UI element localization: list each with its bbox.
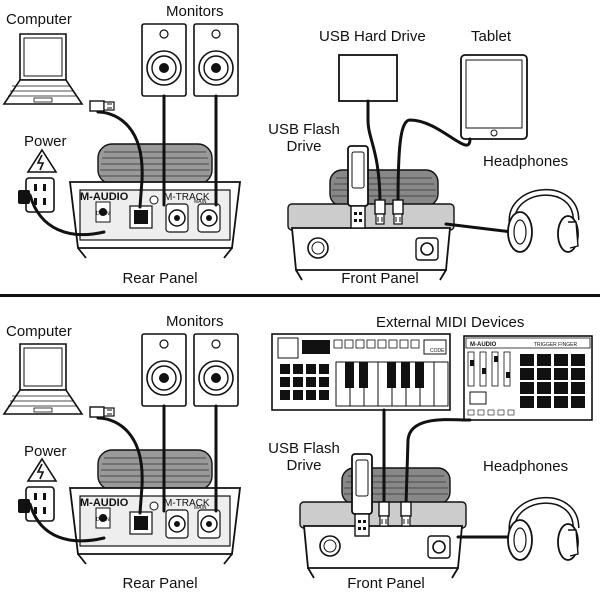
monitor-right-icon — [193, 333, 239, 407]
label-tablet: Tablet — [471, 28, 512, 45]
power-outlet-icon — [17, 149, 57, 213]
usb-plug-front-2-icon — [392, 199, 404, 225]
rear-cables — [28, 404, 218, 543]
usb-plug-computer-icon — [89, 100, 115, 112]
label-monitors: Monitors — [166, 313, 224, 330]
midi-model: TRIGGER FINGER — [534, 342, 577, 348]
usb-plug-front-1-icon — [374, 199, 386, 225]
label-usb-flash-drive-line1: USB Flash — [268, 121, 340, 138]
rear-dc: DC IN — [96, 517, 110, 523]
rear-model: M-TRACK — [164, 498, 210, 509]
keyboard-model: CODE — [430, 348, 445, 354]
rear-brand: M-AUDIO — [80, 497, 129, 509]
label-external-midi-devices: External MIDI Devices — [376, 314, 525, 331]
label-usb-flash-drive-line2: Drive — [286, 457, 322, 474]
label-rear-panel: Rear Panel — [122, 575, 198, 592]
tablet-icon — [460, 54, 528, 140]
label-usb-flash-drive-line2: Drive — [286, 138, 322, 155]
usb-plug-computer-icon — [89, 406, 115, 418]
monitor-left-icon — [141, 23, 187, 97]
rear-main: MAIN — [194, 505, 207, 511]
power-outlet-icon — [17, 458, 57, 522]
usb-flash-drive-icon — [351, 453, 373, 537]
label-power: Power — [24, 133, 67, 150]
midi-keyboard-icon: CODE — [271, 333, 451, 411]
usb-plug-front-1-icon — [378, 501, 390, 527]
usb-plug-front-2-icon — [400, 501, 412, 527]
usb-hard-drive-icon — [338, 54, 398, 102]
midi-pad-controller-icon: M-AUDIO TRIGGER FINGER — [463, 335, 593, 421]
rear-cables — [28, 94, 218, 237]
headphones-icon — [508, 192, 578, 252]
computer-laptop-icon — [3, 33, 83, 105]
front-panel-unit — [287, 169, 455, 281]
rear-dc: DC IN — [96, 211, 110, 217]
section-divider — [0, 294, 600, 297]
monitor-left-icon — [141, 333, 187, 407]
rear-model: M-TRACK — [164, 192, 210, 203]
label-power: Power — [24, 443, 67, 460]
usb-flash-drive-icon — [347, 145, 369, 229]
rear-brand: M-AUDIO — [80, 191, 129, 203]
computer-laptop-icon — [3, 343, 83, 415]
label-headphones: Headphones — [483, 458, 569, 475]
label-front-panel: Front Panel — [341, 270, 419, 287]
bottom-diagram: M-AUDIO M-TRACK DC IN MAIN — [3, 333, 593, 579]
label-front-panel: Front Panel — [347, 575, 425, 592]
top-diagram: M-AUDIO M-TRACK DC IN MAIN — [3, 23, 578, 281]
label-headphones: Headphones — [483, 153, 569, 170]
monitor-right-icon — [193, 23, 239, 97]
label-computer: Computer — [6, 323, 72, 340]
label-monitors: Monitors — [166, 3, 224, 20]
label-usb-hard-drive: USB Hard Drive — [319, 28, 426, 45]
front-cables — [366, 99, 514, 234]
label-usb-flash-drive-line1: USB Flash — [268, 440, 340, 457]
label-computer: Computer — [6, 11, 72, 28]
midi-brand: M-AUDIO — [470, 342, 497, 348]
front-cables — [382, 408, 514, 539]
headphones-icon — [508, 500, 578, 560]
rear-main: MAIN — [194, 199, 207, 205]
label-rear-panel: Rear Panel — [122, 270, 198, 287]
